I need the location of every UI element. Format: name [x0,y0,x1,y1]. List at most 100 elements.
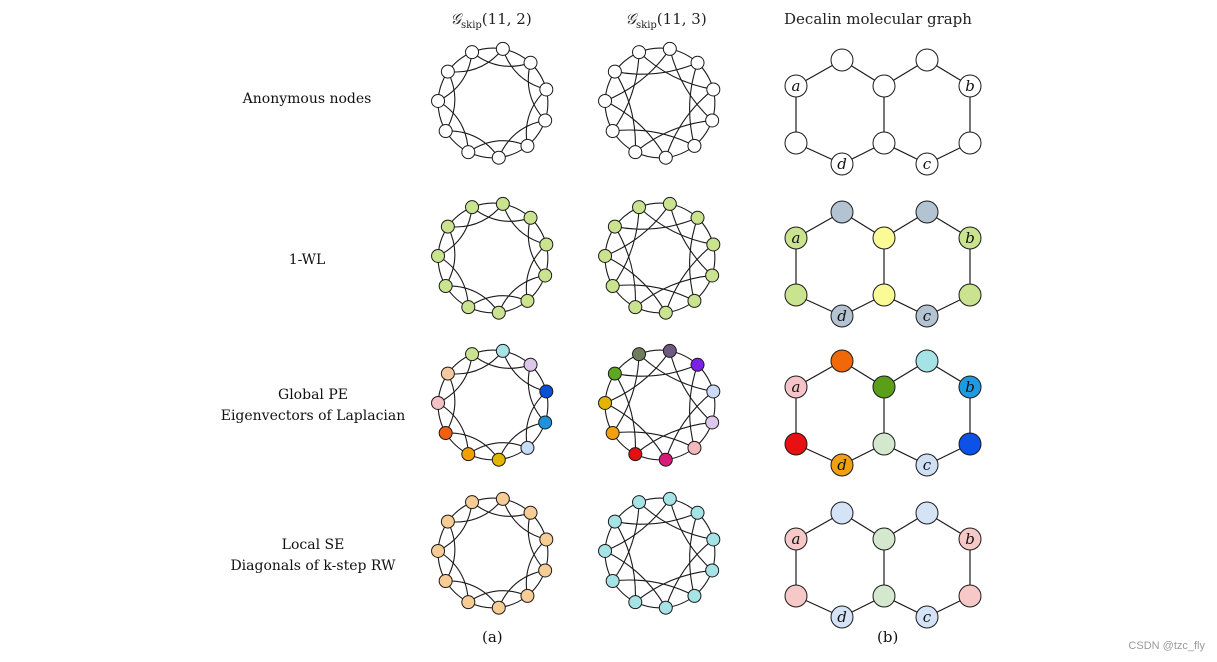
graph-node [538,563,553,578]
graph-edge [689,217,699,302]
molecule-atom [958,283,982,307]
graph-edge [614,62,698,75]
molecule-atom [915,453,939,477]
skip-graph-11-2-local-se [431,491,554,615]
graph-edge [634,421,713,455]
graph-edge [614,373,637,455]
graph-node [607,219,622,234]
molecule-atom [830,152,854,176]
skip-subscript: skip [461,20,482,31]
molecule-atom [872,375,896,399]
graph-edge [638,51,714,91]
graph-node [706,384,721,399]
skip-graph-11-3-global-pe [598,343,721,467]
atom-letter-b: b [965,378,975,396]
graph-node [607,514,622,529]
molecule-atom [784,375,808,399]
row-label-1wl: 1-WL [192,250,422,271]
molecule-atom [958,375,982,399]
graph-node [539,82,554,97]
graph-node [705,268,720,283]
column-title-skip-11-2: 𝒢skip(11, 2) [371,10,611,31]
graph-edge [612,354,640,434]
graph-node [662,343,677,358]
watermark: CSDN @tzc_fly [1128,640,1205,652]
graph-edge [445,373,456,434]
graph-edge [604,498,671,552]
graph-edge [445,521,456,582]
graph-node [662,491,677,506]
atom-letter-a: a [792,229,801,247]
graph-edge [669,350,713,423]
row-label-local-se: Local SE Diagonals of k-step RW [198,535,428,577]
graph-edge [604,350,671,404]
graph-node [705,415,720,430]
molecule-atom [784,74,808,98]
graph-node [605,123,620,138]
graph-node [607,64,622,79]
graph-edge [498,421,546,460]
skip-graph-11-2-anonymous [431,41,554,165]
graph-edge [614,71,637,153]
graph-edge [604,203,671,257]
molecule-atom [958,74,982,98]
graph-node [628,595,643,610]
atom-letter-b: b [965,77,975,95]
graph-edge [614,217,698,230]
graph-node [632,45,647,60]
graph-edge [665,244,714,313]
graph-node [687,588,702,603]
atom-letter-d: d [837,456,847,474]
molecule-atom [830,200,854,224]
graph-edge [614,364,698,377]
graph-node [687,138,702,153]
atom-letter-c: c [923,608,932,626]
graph-node [706,82,721,97]
row-label-global-pe: Global PE Eigenvectors of Laplacian [198,385,428,427]
graph-edge [612,579,695,597]
molecule-atom [872,584,896,608]
graph-edge [638,206,714,246]
atom-letter-a: a [792,77,801,95]
graph-edge [502,498,547,541]
molecule-atom [784,283,808,307]
skip-graph-11-3-1wl [598,196,721,320]
molecule-atom [958,527,982,551]
molecule-atom [915,605,939,629]
graph-edge [634,569,713,603]
row-label-line: Local SE [281,537,345,553]
graph-node [495,491,510,506]
atom-letter-b: b [965,530,975,548]
molecule-atom [915,48,939,72]
graph-edge [634,119,713,153]
graph-edge [665,539,714,608]
graph-node [491,452,506,467]
molecule-atom [915,152,939,176]
graph-node [539,532,554,547]
graph-edge [669,498,713,571]
graph-node [431,248,446,263]
graph-node [538,415,553,430]
graph-node [461,145,476,160]
graph-edge [604,550,667,608]
graph-edge [498,119,546,158]
atom-letter-a: a [792,378,801,396]
graph-node [438,123,453,138]
row-label-line: 1-WL [288,252,326,268]
graph-edge [612,431,695,449]
graph-node [605,425,620,440]
row-label-line: Global PE [278,387,348,403]
graph-edge [612,502,640,582]
graph-node [438,425,453,440]
atom-letter-c: c [923,155,932,173]
row-label-anonymous: Anonymous nodes [192,89,422,110]
graph-edge [502,48,547,91]
molecule-atom [830,48,854,72]
graph-edge [604,402,667,460]
molecule-atom [784,432,808,456]
graph-node [662,196,677,211]
